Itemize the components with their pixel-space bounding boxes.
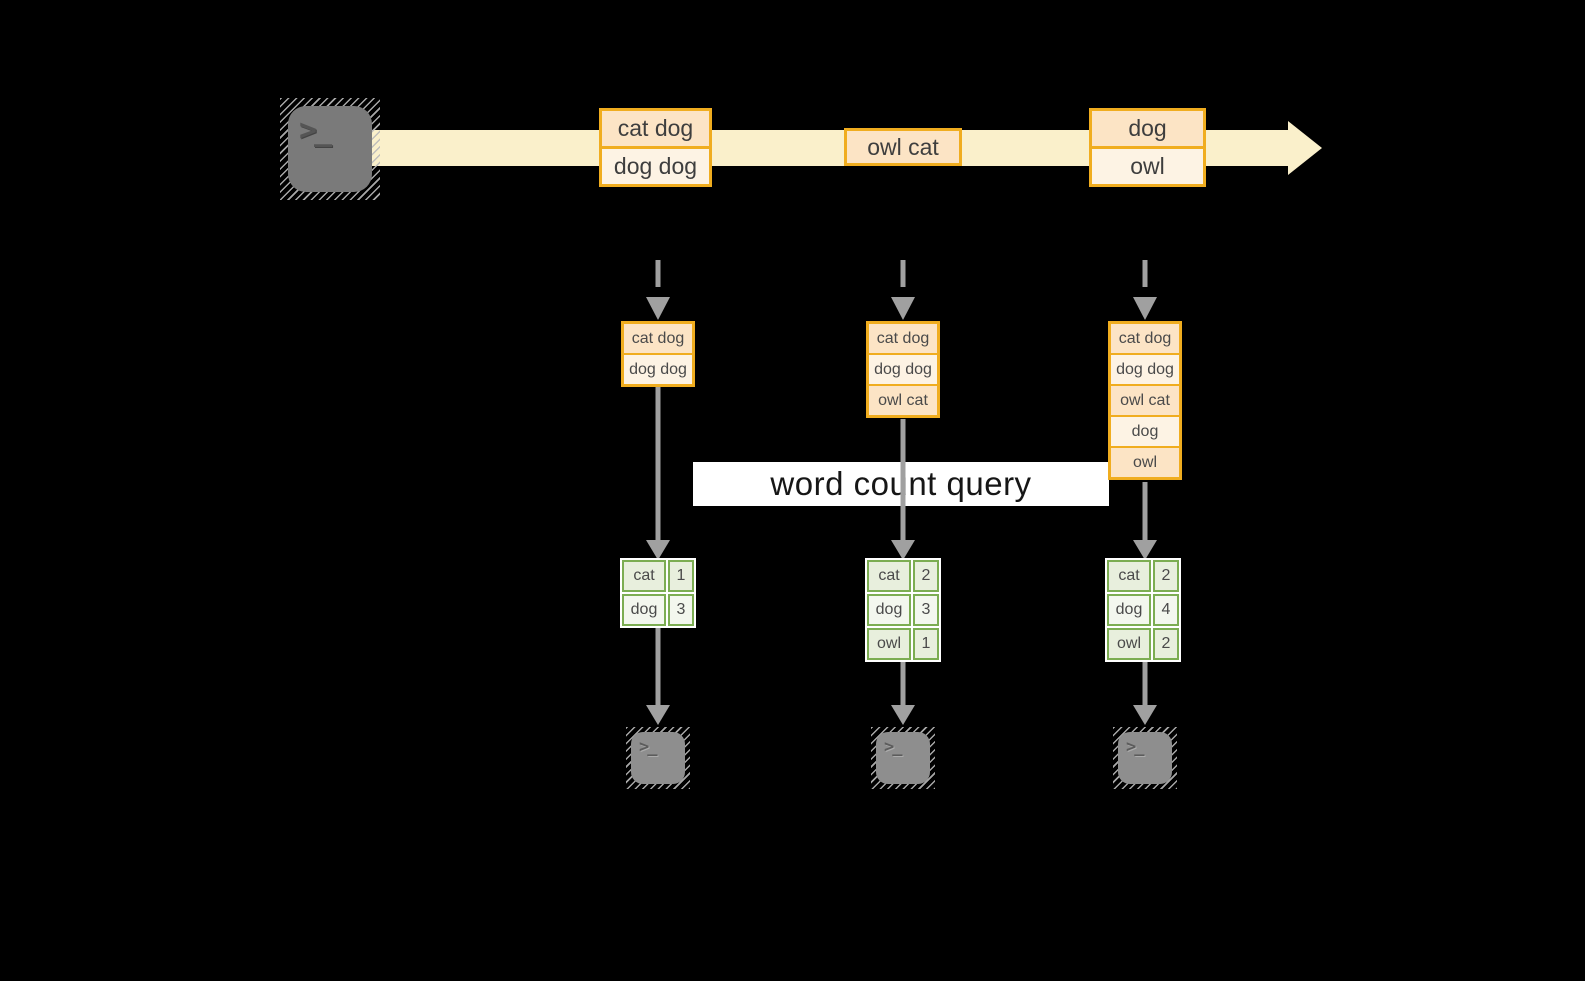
word-cell: owl [867, 628, 911, 660]
input-line-text: owl cat [1120, 391, 1170, 409]
input-line-text: cat dog [876, 329, 930, 347]
result-table-1: cat 1 dog 3 [620, 558, 696, 628]
batch-line: dog [1092, 111, 1203, 146]
query-arrowhead-col3 [1133, 540, 1157, 560]
query-arrowhead-col2 [891, 540, 915, 560]
input-line: cat dog [1111, 324, 1179, 353]
word-cell: dog [867, 594, 911, 626]
count-cell: 1 [913, 628, 939, 660]
count-text: 2 [1161, 567, 1171, 584]
output-terminal-icon-2: >_ [871, 727, 935, 789]
input-line-text: dog dog [1116, 360, 1174, 378]
input-stream-arrowhead-icon [1288, 121, 1322, 175]
terminal-prompt-glyph: >_ [299, 113, 332, 148]
terminal-screen: >_ [1118, 732, 1172, 784]
input-line: dog dog [1111, 355, 1179, 384]
count-cell: 2 [1153, 628, 1179, 660]
terminal-prompt-glyph: >_ [884, 737, 903, 757]
input-line: cat dog [624, 324, 692, 353]
count-text: 2 [921, 567, 931, 584]
word-cell: cat [622, 560, 666, 592]
input-line-text: dog dog [874, 360, 932, 378]
count-cell: 1 [668, 560, 694, 592]
output-terminal-icon-1: >_ [626, 727, 690, 789]
input-stack-2: cat dog dog dog owl cat [866, 321, 940, 418]
count-text: 2 [1161, 635, 1171, 652]
stream-batch-1: cat dog dog dog [599, 108, 712, 187]
word-text: dog [1115, 601, 1143, 618]
input-line-text: cat dog [631, 329, 685, 347]
input-line-text: cat dog [1118, 329, 1172, 347]
word-text: owl [1116, 635, 1141, 652]
stream-batch-2: owl cat [844, 128, 962, 166]
terminal-screen: >_ [288, 106, 372, 192]
word-text: dog [630, 601, 658, 618]
query-arrowhead-col1 [646, 540, 670, 560]
count-text: 1 [676, 567, 686, 584]
input-line: cat dog [869, 324, 937, 353]
output-terminal-icon-3: >_ [1113, 727, 1177, 789]
batch-line-text: cat dog [617, 115, 694, 141]
batch-line: dog dog [602, 149, 709, 184]
output-arrowhead-col3 [1133, 705, 1157, 725]
output-arrowhead-col1 [646, 705, 670, 725]
word-text: cat [1118, 567, 1140, 584]
input-line: dog dog [624, 355, 692, 384]
terminal-prompt-glyph: >_ [1126, 737, 1145, 757]
count-cell: 2 [1153, 560, 1179, 592]
batch-line: cat dog [602, 111, 709, 146]
dashed-arrowhead-col1 [646, 297, 670, 320]
count-text: 1 [921, 635, 931, 652]
terminal-screen: >_ [631, 732, 685, 784]
count-cell: 3 [668, 594, 694, 626]
input-line: owl [1111, 448, 1179, 477]
batch-line: owl [1092, 149, 1203, 184]
result-table-3: cat 2 dog 4 owl 2 [1105, 558, 1181, 662]
word-text: cat [633, 567, 655, 584]
batch-line: owl cat [847, 131, 959, 163]
word-cell: cat [867, 560, 911, 592]
batch-line-text: owl [1130, 153, 1165, 179]
result-table-2: cat 2 dog 3 owl 1 [865, 558, 941, 662]
batch-line-text: dog [1128, 115, 1167, 141]
input-line: dog dog [869, 355, 937, 384]
input-line-text: dog dog [629, 360, 687, 378]
input-line-text: dog [1131, 422, 1159, 440]
stream-batch-3: dog owl [1089, 108, 1206, 187]
input-stack-3: cat dog dog dog owl cat dog owl [1108, 321, 1182, 480]
count-text: 3 [921, 601, 931, 618]
terminal-screen: >_ [876, 732, 930, 784]
source-terminal-icon: >_ [280, 98, 380, 200]
batch-line-text: owl cat [867, 133, 939, 160]
word-cell: dog [1107, 594, 1151, 626]
word-cell: owl [1107, 628, 1151, 660]
count-cell: 3 [913, 594, 939, 626]
terminal-prompt-glyph: >_ [639, 737, 658, 757]
count-cell: 4 [1153, 594, 1179, 626]
dashed-arrowhead-col2 [891, 297, 915, 320]
word-cell: dog [622, 594, 666, 626]
input-line: owl cat [1111, 386, 1179, 415]
count-cell: 2 [913, 560, 939, 592]
word-text: owl [876, 635, 901, 652]
input-line-text: owl cat [878, 391, 928, 409]
word-cell: cat [1107, 560, 1151, 592]
input-line: dog [1111, 417, 1179, 446]
input-stack-1: cat dog dog dog [621, 321, 695, 387]
count-text: 3 [676, 601, 686, 618]
dashed-arrowhead-col3 [1133, 297, 1157, 320]
word-text: cat [878, 567, 900, 584]
input-line: owl cat [869, 386, 937, 415]
count-text: 4 [1161, 601, 1171, 618]
word-text: dog [875, 601, 903, 618]
batch-line-text: dog dog [613, 153, 698, 179]
output-arrowhead-col2 [891, 705, 915, 725]
input-line-text: owl [1132, 453, 1157, 471]
